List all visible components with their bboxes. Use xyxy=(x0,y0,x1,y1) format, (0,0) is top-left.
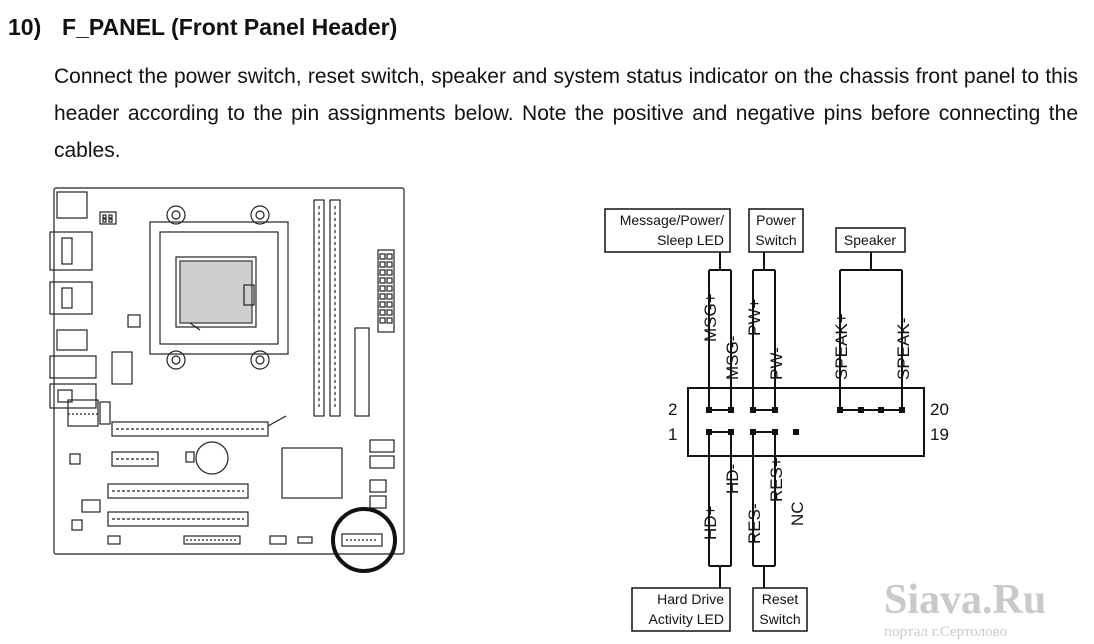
motherboard-diagram xyxy=(49,187,405,573)
section-number: 10) xyxy=(8,14,42,40)
section-heading: 10) F_PANEL (Front Panel Header) xyxy=(8,14,397,41)
section-title: F_PANEL (Front Panel Header) xyxy=(62,14,398,40)
header-pins xyxy=(706,407,905,435)
hdd-led-label-line1: Hard Drive xyxy=(657,591,724,607)
pin-label-res-plus: RES+ xyxy=(767,457,786,502)
hdd-led-label-line2: Activity LED xyxy=(649,611,724,627)
message-led-label-line2: Sleep LED xyxy=(657,232,724,248)
pin-number-1: 1 xyxy=(668,425,677,444)
pin-label-res-minus: RES- xyxy=(745,503,764,544)
pin-label-msg-minus: MSG- xyxy=(723,336,742,380)
pin-label-speak-plus: SPEAK+ xyxy=(832,313,851,380)
power-switch-label-line1: Power xyxy=(756,212,796,228)
message-led-box xyxy=(604,208,731,253)
message-led-label-line1: Message/Power/ xyxy=(620,212,724,228)
pin-assignment-diagram xyxy=(604,208,925,632)
power-switch-label-line2: Switch xyxy=(755,232,796,248)
pin-label-pw-plus: PW+ xyxy=(745,299,764,336)
pin-label-hd-plus: HD+ xyxy=(701,505,720,540)
pin-number-20: 20 xyxy=(930,400,949,419)
reset-switch-label-line2: Switch xyxy=(759,611,800,627)
pin-number-2: 2 xyxy=(668,400,677,419)
reset-switch-box xyxy=(752,587,808,632)
power-switch-box xyxy=(748,208,804,253)
pin-label-msg-plus: MSG+ xyxy=(701,293,720,342)
speaker-label: Speaker xyxy=(844,232,896,248)
pin-label-hd-minus: HD- xyxy=(723,464,742,494)
pin-label-speak-minus: SPEAK- xyxy=(894,318,913,380)
pin-label-pw-minus: PW- xyxy=(767,347,786,380)
reset-switch-label-line1: Reset xyxy=(762,591,799,607)
speaker-box xyxy=(835,227,906,253)
top-pin-labels: MSG+ MSG- PW+ PW- SPEAK+ SPEAK- xyxy=(701,293,913,380)
pin-label-nc: NC xyxy=(788,501,807,526)
section-description: Connect the power switch, reset switch, … xyxy=(54,65,1078,162)
watermark-site: Siava.Ru xyxy=(884,577,1046,623)
hdd-led-box xyxy=(631,587,731,632)
pin-number-19: 19 xyxy=(930,425,949,444)
bottom-pin-labels: HD+ HD- RES- RES+ NC xyxy=(701,457,807,544)
watermark-tagline: портал г.Сертолово xyxy=(884,624,1007,640)
header-outline xyxy=(687,387,925,457)
